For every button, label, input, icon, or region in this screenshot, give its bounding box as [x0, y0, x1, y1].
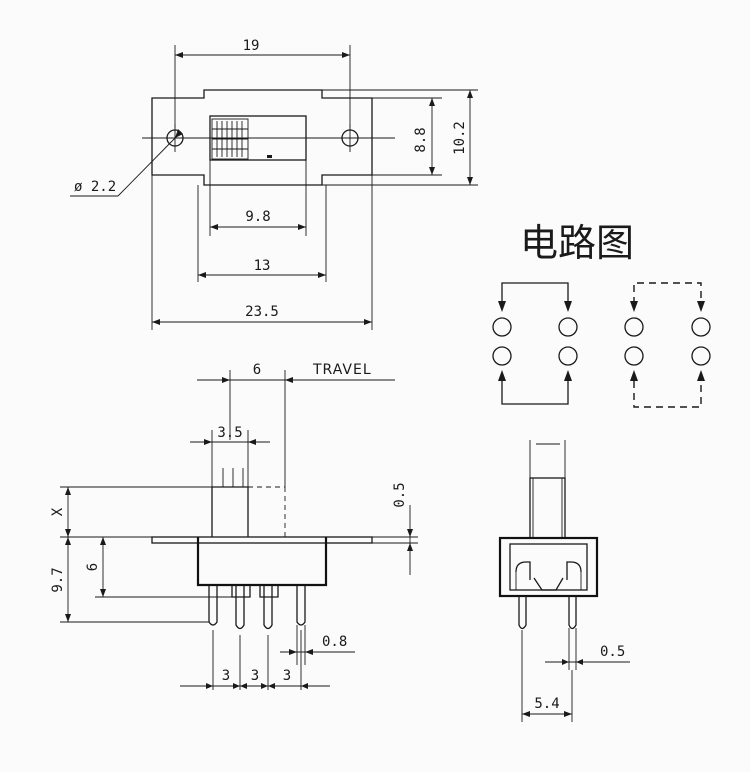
circuit-link-bottom-solid [501, 381, 569, 405]
end-bridge [533, 577, 564, 591]
side-terminals [208, 585, 306, 630]
end-view: 0.5 5.4 [498, 440, 630, 722]
contact-5 [624, 317, 644, 337]
dim-travel: 6 [253, 362, 261, 378]
contact-8 [691, 346, 711, 366]
dim-13: 13 [254, 258, 271, 274]
contact-6 [691, 317, 711, 337]
contact-2 [558, 317, 578, 337]
dim-5-4: 5.4 [534, 696, 559, 712]
top-view-body-outline [151, 89, 373, 186]
end-actuator [529, 477, 566, 539]
dim-6: 6 [85, 563, 101, 571]
circuit-link-top-solid [501, 282, 569, 302]
end-pin-left [518, 596, 527, 630]
dim-3-5: 3.5 [217, 425, 242, 441]
dim-pitch-2: 3 [251, 668, 259, 684]
dim-23-5: 23.5 [245, 304, 279, 320]
contact-4 [558, 346, 578, 366]
side-body [196, 537, 328, 587]
end-pin-right [568, 596, 577, 630]
dim-9-7: 9.7 [50, 567, 66, 592]
circuit-link-bottom-dashed [633, 381, 702, 408]
side-actuator [211, 486, 249, 537]
dim-0-8: 0.8 [322, 634, 347, 650]
travel-label: TRAVEL [312, 362, 372, 378]
top-view: 19 8.8 10.2 ø 2.2 9.8 13 [70, 38, 478, 330]
end-body [498, 536, 599, 598]
slider-mark [267, 155, 272, 158]
end-contact-right [566, 561, 582, 580]
dim-x: X [50, 507, 66, 516]
dim-8-8: 8.8 [413, 127, 429, 152]
dim-9-8: 9.8 [245, 209, 270, 225]
end-contact-left [515, 561, 531, 580]
dim-pitch-3: 3 [283, 668, 291, 684]
circuit-diagram: 电路图 [492, 221, 711, 408]
end-body-inner [509, 543, 588, 591]
contact-7 [624, 346, 644, 366]
circuit-title: 电路图 [520, 221, 634, 265]
dim-19: 19 [243, 38, 260, 54]
circuit-link-top-dashed [633, 282, 702, 304]
dim-10-2: 10.2 [452, 121, 468, 155]
dim-hole-diameter: ø 2.2 [74, 179, 116, 195]
side-view: 6 TRAVEL 3.5 X 9.7 6 0.5 0.8 [50, 362, 418, 690]
slider-knob-ridges [212, 121, 248, 157]
side-flange [151, 536, 373, 544]
dim-pitch-1: 3 [222, 668, 230, 684]
contact-3 [492, 346, 512, 366]
contact-1 [492, 317, 512, 337]
dim-0-5-flange: 0.5 [392, 482, 408, 507]
dim-0-5-pin: 0.5 [600, 644, 625, 660]
